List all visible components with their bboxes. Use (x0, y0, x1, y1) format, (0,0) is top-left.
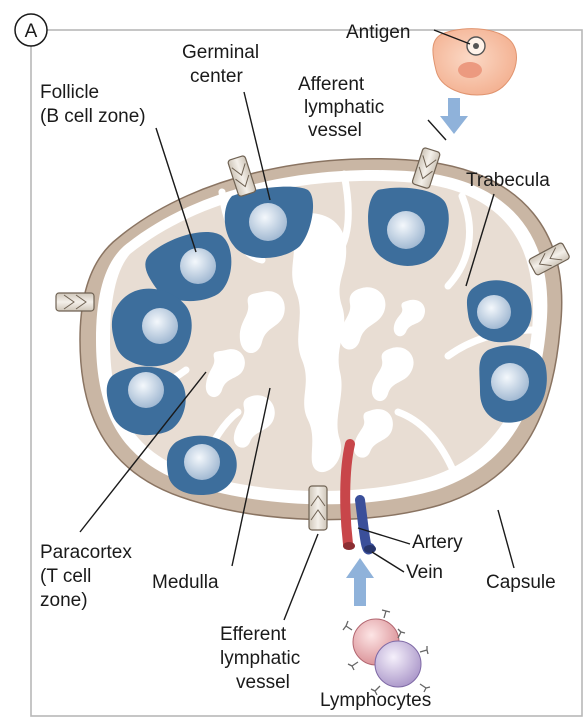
germinal-center (142, 308, 178, 344)
label-efferent-line3: vessel (236, 672, 290, 693)
germinal-center (180, 248, 216, 284)
label-paracortex-line2: (T cell (40, 566, 91, 587)
antigen-cell-nucleus (458, 62, 482, 78)
label-vein: Vein (406, 562, 443, 583)
label-afferent-line2: lymphatic (304, 97, 384, 118)
lymphocytes (343, 610, 430, 695)
leader-capsule (498, 510, 514, 568)
antigen-entry-arrow (440, 98, 468, 134)
label-germinal-center-line1: Germinal (182, 42, 259, 63)
label-artery: Artery (412, 532, 463, 553)
label-follicle-line1: Follicle (40, 82, 99, 103)
germinal-center (477, 295, 511, 329)
leader-efferent (284, 534, 318, 620)
artery (345, 444, 350, 544)
lymphocyte-entry-arrow (346, 558, 374, 606)
germinal-center (128, 372, 164, 408)
label-paracortex-line1: Paracortex (40, 542, 132, 563)
label-lymphocytes: Lymphocytes (320, 690, 431, 711)
germinal-center (387, 211, 425, 249)
vein-lumen (364, 545, 376, 553)
germinal-center (491, 363, 529, 401)
afferent-vessel-left (56, 293, 94, 311)
panel-letter: A (25, 21, 38, 42)
label-efferent-line2: lymphatic (220, 648, 300, 669)
label-paracortex-line3: zone) (40, 590, 88, 611)
lymphocyte (375, 641, 421, 687)
leader-vein (372, 552, 404, 572)
label-afferent-line3: vessel (308, 120, 362, 141)
label-germinal-center-line2: center (190, 66, 243, 87)
antigen-cell (433, 29, 517, 95)
label-trabecula: Trabecula (466, 170, 550, 191)
germinal-center (184, 444, 220, 480)
germinal-center (249, 203, 287, 241)
efferent-vessel (309, 486, 327, 530)
lymph-node (56, 147, 570, 553)
label-afferent-line1: Afferent (298, 74, 365, 95)
leader-afferent (428, 120, 446, 140)
label-antigen: Antigen (346, 22, 410, 43)
label-medulla: Medulla (152, 572, 219, 593)
label-efferent-line1: Efferent (220, 624, 287, 645)
label-follicle-line2: (B cell zone) (40, 106, 146, 127)
label-capsule: Capsule (486, 572, 556, 593)
artery-lumen (343, 542, 355, 550)
